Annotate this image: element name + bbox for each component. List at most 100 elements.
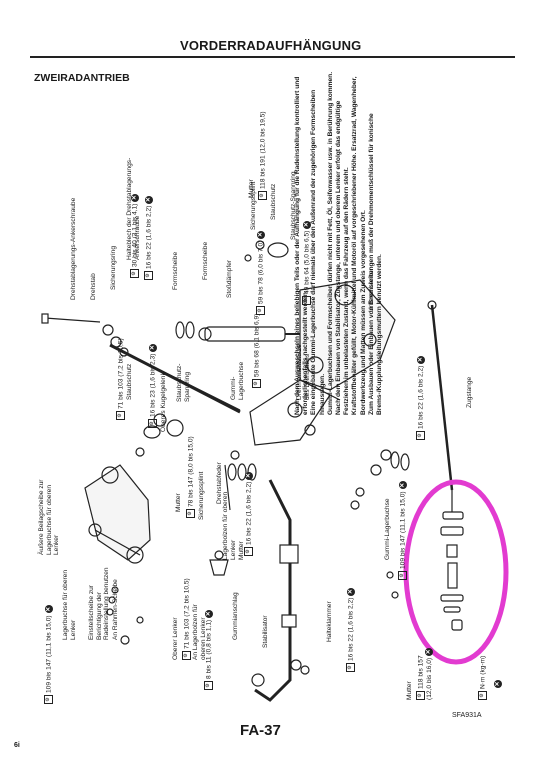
replace-part-icon: ✕ <box>425 647 433 656</box>
label-staubschutz-1: Staubschutz <box>270 183 277 220</box>
torque-spec: 16 bis 23 (1,6 bis 2,3) <box>149 353 157 417</box>
label-t16-d: ⚙16 bis 22 (1,6 bis 2,2)✕ <box>244 471 253 556</box>
torque-wrench-icon: ⚙ <box>252 379 261 388</box>
label-mutter-4: Mutter <box>406 681 413 700</box>
torque-spec: 59 bis 68 (6,1 bis 6,9) <box>253 313 261 377</box>
upper-arm-part <box>84 464 151 564</box>
label-formscheibe-1: Formscheibe <box>172 251 179 290</box>
note-6: Zum Ausbauen oder Einbauen von Bremsleit… <box>367 113 384 415</box>
anchor-bolt-part <box>41 313 129 357</box>
corner-mark: 6i <box>14 742 20 749</box>
label-t16-c: ⚙ 16 bis 22 (1,6 bis 2,2)✕ <box>416 355 425 440</box>
torque-wrench-icon: ⚙ <box>130 269 139 278</box>
label-lagerbolzen: Lagerbolzen für oberen Lenker <box>222 491 237 560</box>
replace-part-icon: ✕ <box>346 587 355 596</box>
label-t59: ⚙59 bis 78 (6,0 bis 7,0)✕ <box>256 230 265 315</box>
label-t118: ⚙118 bis 191 (12,0 bis 19,5) <box>258 111 267 200</box>
label-t16-b: ⚙ 16 bis 23 (1,6 bis 2,3)✕ <box>148 343 157 428</box>
ball-joint-part <box>135 413 184 457</box>
label-gummi-lagerbuchse-1: Gummi-Lagerbuchse <box>230 361 245 400</box>
torque-spec: 16 bis 22 (1,6 bis 2,2) <box>347 597 355 661</box>
torque-wrench-icon: ⚙ <box>44 695 53 704</box>
section-title: ZWEIRADANTRIEB <box>34 72 130 84</box>
label-t8: ⚙8 bis 11 (0,8 bis 1,1)✕ <box>204 609 213 690</box>
label-t30: ⚙ 30 bis 40 (3,1 bis 4,1)✕ <box>130 193 139 278</box>
note-3: Gummi-Lagerbuchsen und Formscheiben dürf… <box>326 71 334 415</box>
note-2: Eine eingebaute Gummi-Lagerbuchse darf n… <box>310 89 326 415</box>
tension-rod-bushings <box>440 490 464 631</box>
note-5: Kraftstoffbehälter gefüllt, Motor-Kühlmi… <box>351 76 367 415</box>
replace-part-icon: ✕ <box>416 355 425 364</box>
label-halteklammer: Halteklammer <box>326 601 333 642</box>
torque-wrench-icon: ⚙ <box>416 691 425 700</box>
torque-wrench-icon: ⚙ <box>144 271 153 280</box>
note-1: Nach dem Ausweschseln eines beliebigen T… <box>294 76 310 415</box>
label-staubschutz-2: Staubschutz <box>126 363 133 400</box>
label-stossdaempfer: Stoßdämpfer <box>226 259 233 298</box>
torque-wrench-icon: ⚙ <box>244 547 253 556</box>
label-t109-b: ⚙109 bis 147 (11,1 bis 15,0)✕ <box>44 605 53 704</box>
label-t118-b: ⚙118 bis 157 (12,0 bis 16,0)✕ <box>416 640 433 700</box>
replace-part-icon: ✕ <box>148 343 157 352</box>
label-lagerbuchse-unten: Lagerbuchse für oberen Lenker <box>62 569 77 640</box>
torque-arm-part <box>249 379 331 446</box>
torque-wrench-icon: ⚙ <box>478 691 487 700</box>
label-t16-e: ⚙16 bis 22 (1,6 bis 2,2)✕ <box>346 587 355 672</box>
header-rule <box>30 56 515 58</box>
label-staubschutz-spannring-2: Staubschutz-Spannring <box>176 363 191 402</box>
highlight-circle <box>403 479 509 665</box>
torque-spec: 71 bis 103 (7,2 bis 10,5) <box>117 338 125 409</box>
torque-wrench-icon: ⚙ <box>204 681 213 690</box>
label-gummianschlag: Gummianschlag <box>232 592 239 640</box>
rubber-bumper-part <box>209 550 229 576</box>
torque-wrench-icon: ⚙ <box>148 419 157 428</box>
replace-part-icon: ✕ <box>494 680 502 688</box>
replace-part-icon: ✕ <box>130 193 139 202</box>
label-t71-a: ⚙ 71 bis 103 (7,2 bis 10,5) <box>116 338 125 420</box>
label-stabilisator: Stabilisator <box>262 615 269 648</box>
torque-spec: 71 bis 103 (7,2 bis 10,5) <box>183 578 191 649</box>
label-aeussere-beilagscheibe: Äußere Beilagscheibe zur Lagerbuchse für… <box>38 479 61 555</box>
label-sicherungsring: Sicherungsring <box>110 246 117 290</box>
label-drehstab: Drehstab <box>90 273 97 300</box>
tension-rod-part <box>370 300 454 491</box>
stabilizer-bar-part <box>251 479 310 702</box>
label-mutter-2: Mutter <box>175 493 182 512</box>
drawing-reference: SFA931A <box>452 712 482 719</box>
label-zugstange: Zugstange <box>466 376 473 408</box>
replace-part-icon: ✕ <box>256 230 265 239</box>
replace-part-icon: ✕ <box>44 605 53 614</box>
hardware-small-parts <box>106 487 399 645</box>
label-t109: ⚙109 bis 147 (11,1 bis 15,0)✕ <box>398 481 407 580</box>
torque-spec: 16 bis 22 (1,6 bis 2,2) <box>145 205 153 269</box>
legend-torque-unit: N·m (kg-m) <box>479 655 487 689</box>
label-einstellscheibe: Einstellscheibe zur Berichtigung der Rad… <box>88 567 111 640</box>
replace-part-icon: ✕ <box>398 481 407 490</box>
page-header-title: VORDERRADAUFHÄNGUNG <box>180 38 362 53</box>
label-t59-b: ⚙ 59 bis 68 (6,1 bis 6,9) <box>252 314 261 388</box>
torque-wrench-icon: ⚙ <box>186 509 195 518</box>
note-4: Nach dem Einbauen von Stabilisator, Zugs… <box>335 100 351 415</box>
page-number: FA-37 <box>240 722 281 739</box>
torque-wrench-icon: ⚙ <box>416 431 425 440</box>
label-t16-a: ⚙ 16 bis 22 (1,6 bis 2,2)✕ <box>144 195 153 280</box>
replace-part-icon: ✕ <box>204 609 213 618</box>
label-oberer-lenker: Oberer Lenker <box>172 617 179 660</box>
replace-part-icon: ✕ <box>144 195 153 204</box>
torque-spec: 16 bis 22 (1,6 bis 2,2) <box>417 365 425 429</box>
torque-spec: 78 bis 147 (8,0 bis 15,0) <box>187 436 195 507</box>
label-sicherungssplint-2: Sicherungssplint <box>198 471 205 520</box>
torsion-bar-part <box>109 343 241 414</box>
torque-wrench-icon: ⚙ <box>182 651 191 660</box>
legend-replace: ✕ <box>494 680 502 690</box>
lower-ball-joint-part <box>244 240 289 262</box>
torque-spec: 30 bis 40 (3,1 bis 4,1) <box>131 203 139 267</box>
torque-wrench-icon: ⚙ <box>258 191 267 200</box>
label-t78: ⚙ 78 bis 147 (8,0 bis 15,0) <box>186 436 195 518</box>
torque-wrench-icon: ⚙ <box>116 411 125 420</box>
torque-spec: 59 bis 78 (6,0 bis 7,0) <box>257 240 265 304</box>
torque-spec: 109 bis 147 (11,1 bis 15,0) <box>399 491 407 569</box>
label-t71-b: ⚙ 71 bis 103 (7,2 bis 10,5) <box>182 578 191 660</box>
